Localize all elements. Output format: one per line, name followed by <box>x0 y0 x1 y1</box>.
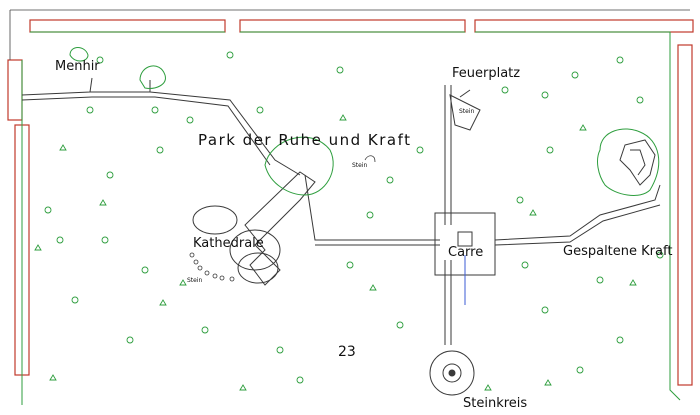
label-menhir: Menhir <box>55 59 100 74</box>
steinkreis-circle <box>429 350 475 396</box>
vegetation-areas <box>69 47 660 196</box>
trees <box>44 51 664 384</box>
boundary-line <box>21 31 681 405</box>
shrubs <box>34 114 637 391</box>
label-stein-feuer: Stein <box>459 108 475 115</box>
footpaths <box>21 77 661 345</box>
label-stein-top: Stein <box>352 162 368 169</box>
label-feuerplatz: Feuerplatz <box>452 66 521 81</box>
stone-markers <box>189 155 376 282</box>
label-kathedrale: Kathedrale <box>193 236 264 251</box>
plot-number: 23 <box>338 344 356 360</box>
feuerplatz-marker <box>449 89 481 131</box>
label-carre: Carre <box>448 245 484 260</box>
boundary-fence <box>7 19 694 386</box>
label-stein-left: Stein <box>187 277 203 284</box>
label-steinkreis: Steinkreis <box>463 396 528 411</box>
outer-line <box>9 9 690 60</box>
kathedrale-structure <box>192 171 316 286</box>
gespaltene-kraft-formation <box>619 139 656 186</box>
park-title: Park der Ruhe und Kraft <box>198 131 412 149</box>
label-gespaltene-kraft: Gespaltene Kraft <box>563 244 673 259</box>
